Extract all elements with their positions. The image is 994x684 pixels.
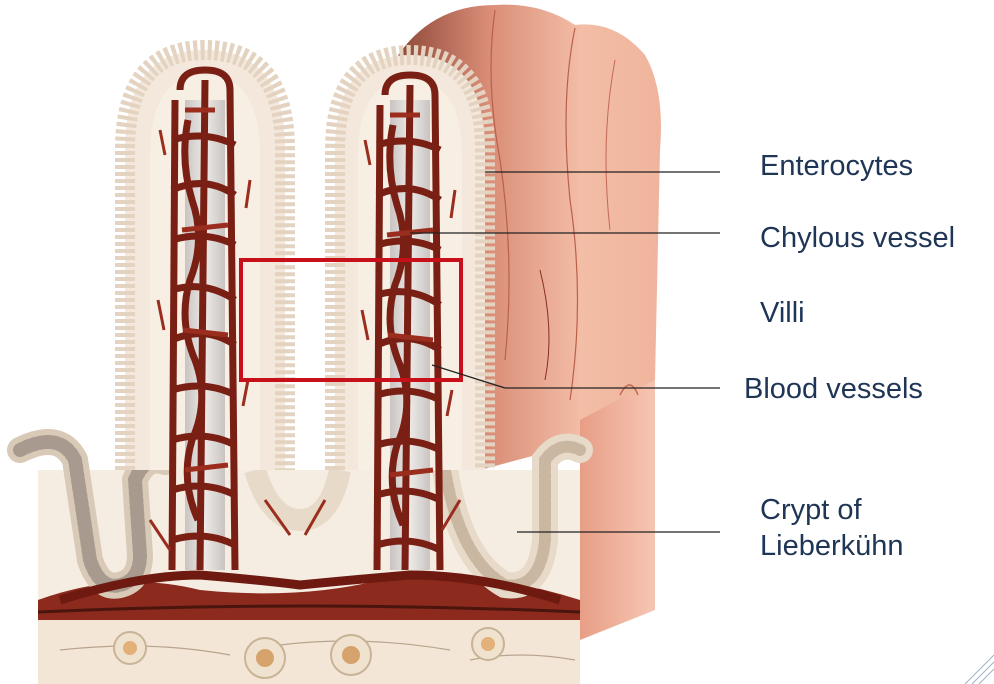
label-crypt-line2: Lieberkühn [760, 528, 904, 564]
label-blood-vessels: Blood vessels [744, 371, 923, 407]
label-crypt-of-lieberkuhn: Crypt of Lieberkühn [760, 492, 904, 564]
label-chylous-vessel: Chylous vessel [760, 220, 955, 256]
label-enterocytes: Enterocytes [760, 148, 913, 184]
label-villi: Villi [760, 295, 805, 331]
corner-hatch-decoration [965, 655, 994, 684]
label-crypt-line1: Crypt of [760, 492, 904, 528]
